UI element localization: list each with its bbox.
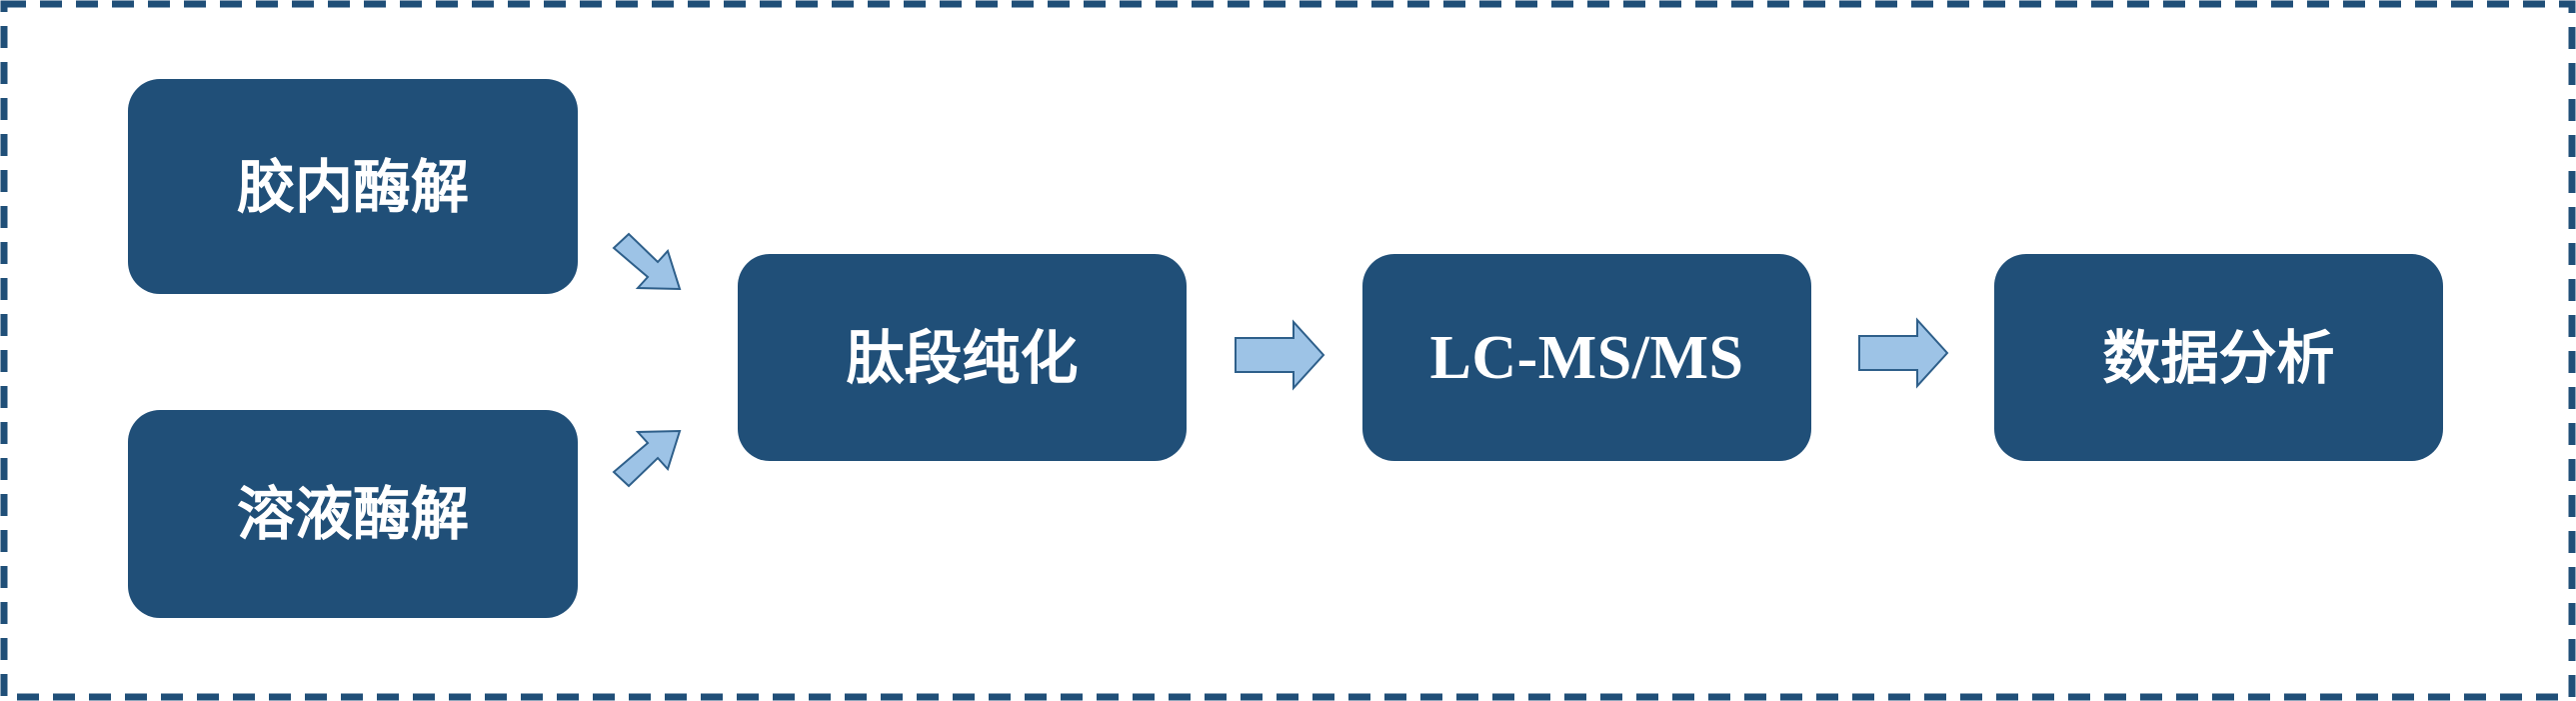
arrow-down-right-icon	[612, 232, 682, 291]
step-lc-ms: LC-MS/MS	[1362, 254, 1811, 461]
step-data-analysis: 数据分析	[1994, 254, 2443, 461]
step-in-gel-digestion: 胶内酶解	[128, 79, 578, 294]
step-in-solution-digestion-label: 溶液酶解	[236, 480, 469, 548]
step-in-solution-digestion: 溶液酶解	[128, 410, 578, 618]
step-peptide-purification-label: 肽段纯化	[846, 323, 1079, 392]
arrow-up-right-icon	[612, 429, 682, 488]
arrow-right-icon	[1235, 319, 1325, 391]
step-data-analysis-label: 数据分析	[2102, 323, 2335, 392]
step-peptide-purification: 肽段纯化	[738, 254, 1187, 461]
step-in-gel-digestion-label: 胶内酶解	[236, 152, 469, 221]
arrow-right-icon	[1858, 317, 1949, 389]
step-lc-ms-label: LC-MS/MS	[1429, 323, 1744, 392]
